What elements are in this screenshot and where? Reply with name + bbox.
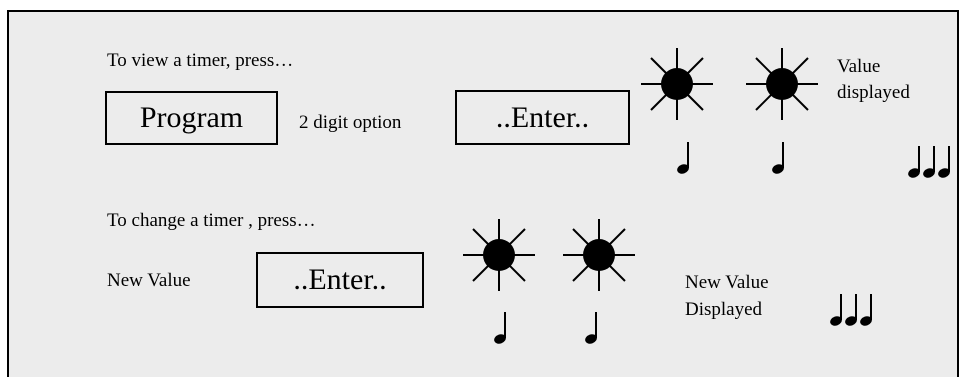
new-value-label: New Value [107,270,191,291]
change-heading: To change a timer , press… [107,210,316,231]
beep-note-icon [585,312,597,344]
change-enter-key-label: ..Enter.. [293,263,387,296]
digit-option-label: 2 digit option [299,112,402,133]
view-result-line1: Value [837,56,881,77]
view-result-line2: displayed [837,82,910,103]
view-enter-key: ..Enter.. [455,90,630,145]
triple-beep-icon [908,146,950,178]
change-enter-key: ..Enter.. [256,252,424,308]
flashing-light-icon [463,219,535,291]
triple-beep-icon [830,294,872,326]
change-result-line2: Displayed [685,299,763,320]
beep-note-icon [494,312,506,344]
view-heading: To view a timer, press… [107,50,294,71]
change-result-line1: New Value [685,272,769,293]
beep-note-icon [677,142,689,174]
beep-note-icon [772,142,784,174]
flashing-light-icon [746,48,818,120]
program-key: Program [105,91,278,145]
diagram-frame: To view a timer, press… Program 2 digit … [7,10,959,377]
program-key-label: Program [139,101,244,134]
view-enter-key-label: ..Enter.. [495,100,590,134]
flashing-light-icon [641,48,713,120]
flashing-light-icon [563,219,635,291]
